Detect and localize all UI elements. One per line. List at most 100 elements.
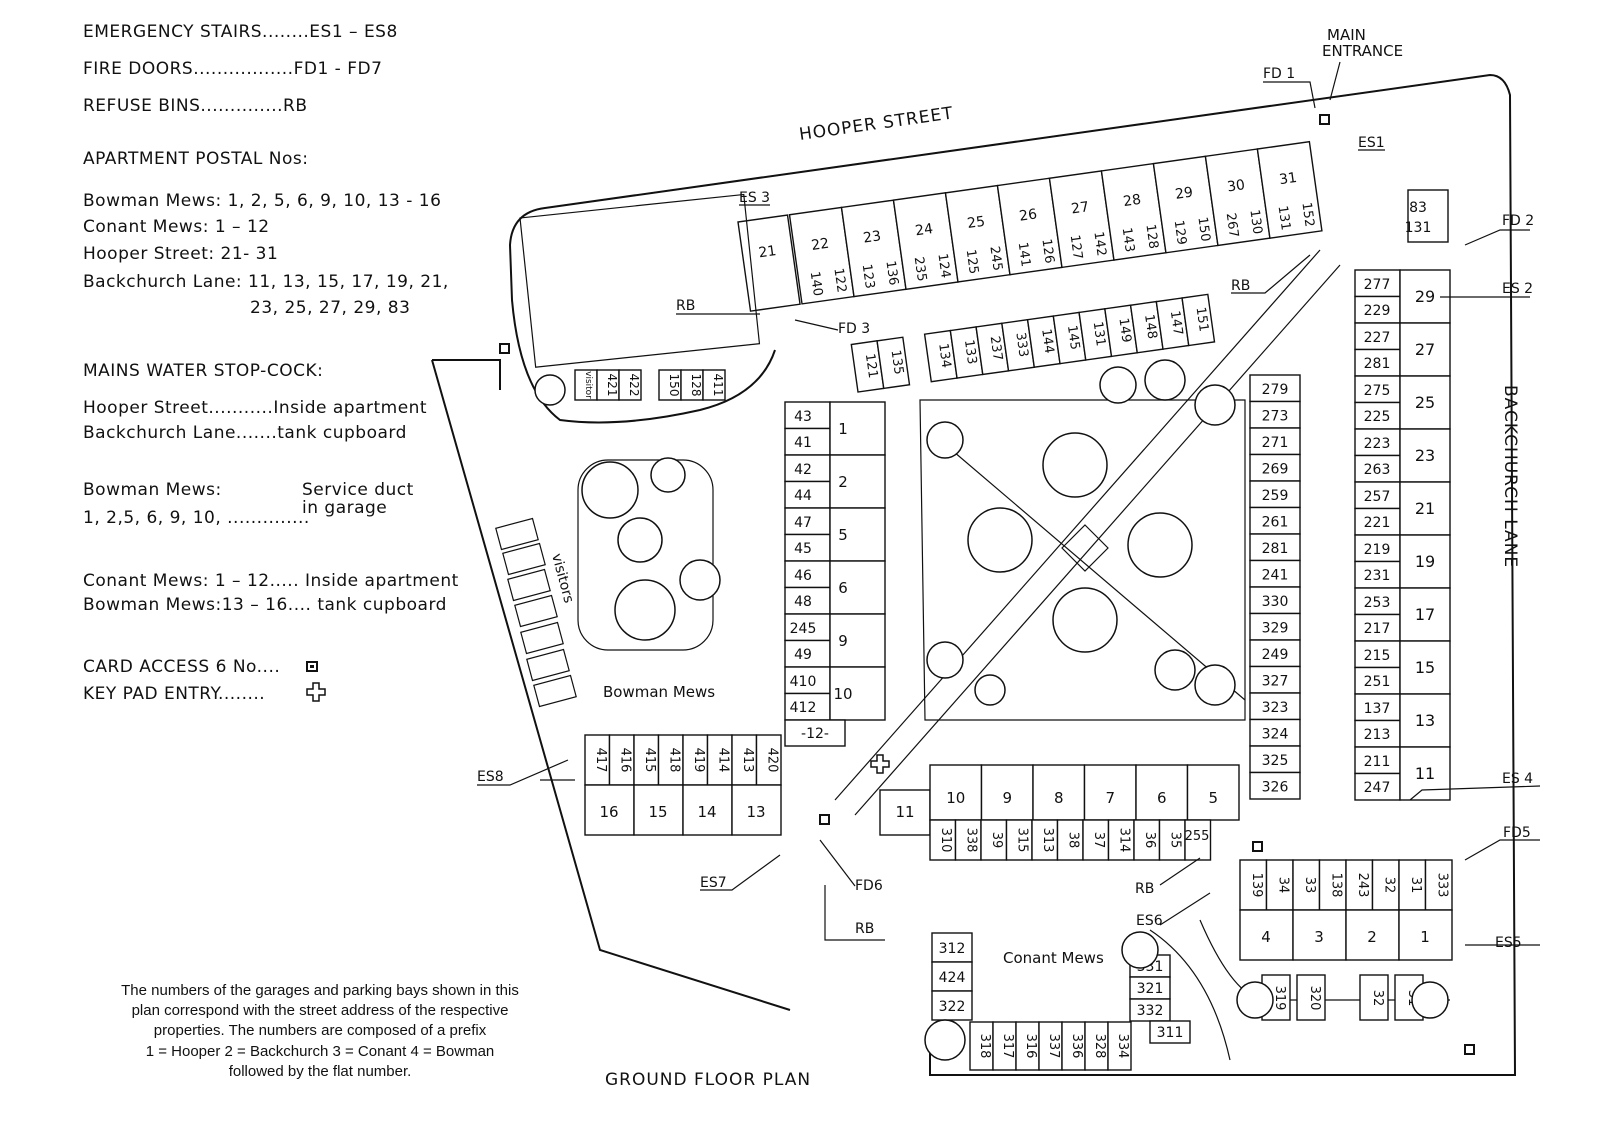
garage-number: 325 — [1262, 753, 1289, 769]
flat-number: 1 — [838, 420, 848, 438]
bowman-garage — [784, 586, 831, 615]
bowman-flat — [829, 401, 886, 456]
garage-number: 225 — [1364, 409, 1391, 425]
card-access-marker — [1464, 1044, 1475, 1055]
garage-number: 32 — [1370, 990, 1385, 1007]
garage-number: 281 — [1364, 356, 1391, 372]
flat-number: 2 — [838, 473, 848, 491]
conant-garage — [1133, 819, 1161, 861]
bowman-flat — [829, 507, 886, 562]
garage-number: 152 — [1298, 201, 1316, 228]
north-garage — [1181, 293, 1216, 347]
legend-fire-doors: FIRE DOORS.................FD1 - FD7 — [83, 59, 382, 79]
flat-number: 7 — [1105, 789, 1115, 807]
conant-garage — [1318, 859, 1347, 911]
flat-number: 6 — [838, 579, 848, 597]
garage-number: 149 — [1115, 317, 1133, 344]
garage-number: 253 — [1364, 595, 1391, 611]
flat-number: 27 — [1070, 199, 1090, 217]
backchurch-garage — [1354, 772, 1401, 801]
garage-number: 235 — [911, 256, 929, 283]
fd6-label: FD6 — [855, 878, 883, 894]
garage-number: 223 — [1364, 436, 1391, 452]
garage-number: 324 — [1262, 727, 1289, 743]
garage-number: 310 — [938, 828, 953, 853]
note-line: The numbers of the garages and parking b… — [121, 982, 519, 999]
flat-number: 5 — [1208, 789, 1218, 807]
inner-garage — [1249, 586, 1301, 615]
garage-number: 39 — [989, 832, 1004, 849]
inner-garage — [1249, 771, 1301, 800]
inner-garage — [1249, 718, 1301, 747]
flat-number: 24 — [914, 221, 934, 239]
fd1-label: FD 1 — [1263, 66, 1295, 82]
garage-number: 137 — [1364, 701, 1391, 717]
flat-number: 27 — [1415, 340, 1435, 359]
legend-water-bowman-duct: Service duct — [302, 480, 414, 500]
garage-number: 38 — [1066, 832, 1081, 849]
bowman-garage — [784, 639, 831, 668]
conant-garage — [1082, 819, 1110, 861]
garage-number: 314 — [1117, 828, 1132, 853]
legend-water-bowman-cupboard: Bowman Mews:13 – 16.... tank cupboard — [83, 595, 447, 615]
flat-number: 31 — [1278, 170, 1298, 188]
legend-postal-backchurch: Backchurch Lane: 11, 13, 15, 17, 19, 21, — [83, 272, 449, 292]
garage-number: 147 — [1167, 310, 1185, 337]
garage-number: 336 — [1069, 1034, 1084, 1059]
garage-number: 418 — [667, 748, 682, 773]
garage-number: 329 — [1262, 621, 1289, 637]
conant-parking-bays: 3193203231 — [1261, 974, 1424, 1021]
backchurch-garage — [1354, 666, 1401, 695]
hooper-street-label: HOOPER STREET — [798, 103, 955, 144]
flat-number: 4 — [1261, 928, 1271, 946]
garage-number: 320 — [1307, 986, 1322, 1011]
flat-number: 1 — [1420, 928, 1430, 946]
legend-water-conant: Conant Mews: 1 – 12..... Inside apartmen… — [83, 571, 459, 591]
conant-flat — [929, 764, 983, 821]
flat-number: 16 — [599, 803, 618, 821]
garage-number: 36 — [1142, 832, 1157, 849]
garage-number: 125 — [963, 249, 981, 276]
flat-number: 25 — [966, 214, 986, 232]
garage-number: 330 — [1262, 594, 1289, 610]
garage-number: 251 — [1364, 674, 1391, 690]
garage-number: 148 — [1141, 313, 1159, 340]
bowman-flat — [829, 613, 886, 668]
card-access-marker — [1319, 114, 1330, 125]
backchurch-garage — [1354, 746, 1401, 775]
flat-number: 13 — [1415, 711, 1435, 730]
conant-garage — [931, 932, 973, 963]
garage-number: 49 — [794, 647, 812, 663]
conant-garage — [1398, 859, 1427, 911]
legend-emergency-stairs: EMERGENCY STAIRS........ES1 – ES8 — [83, 22, 398, 42]
flat-number: 14 — [697, 803, 716, 821]
garage-number: 421 — [605, 374, 619, 397]
legend-postal-conant: Conant Mews: 1 – 12 — [83, 217, 270, 237]
garage-number: 241 — [1262, 568, 1289, 584]
flat-number: 15 — [1415, 658, 1435, 677]
inner-garage — [1249, 453, 1301, 482]
conant-garage — [1158, 819, 1186, 861]
bowman-mews-label: Bowman Mews — [603, 683, 715, 701]
garage-number: 122 — [830, 267, 848, 294]
garage-number: 277 — [1364, 277, 1391, 293]
garage-number: 237 — [987, 335, 1005, 362]
flat-number: 11 — [895, 803, 914, 821]
garage-number: 136 — [882, 260, 900, 287]
flat-number: 21 — [1415, 499, 1435, 518]
garage-number: 229 — [1364, 303, 1391, 319]
garage-number: 321 — [1137, 981, 1164, 997]
parking-bay — [1296, 974, 1326, 1021]
conant-garage — [1031, 819, 1059, 861]
legend-postal-backchurch-cont: 23, 25, 27, 29, 83 — [250, 298, 410, 318]
garage-number: 414 — [716, 748, 731, 773]
garage-number: 43 — [794, 409, 812, 425]
rb-hooper-label: RB — [1231, 278, 1250, 294]
inner-garage — [1249, 612, 1301, 641]
garage-number: 151 — [1193, 306, 1211, 333]
garage-number: 263 — [1364, 462, 1391, 478]
